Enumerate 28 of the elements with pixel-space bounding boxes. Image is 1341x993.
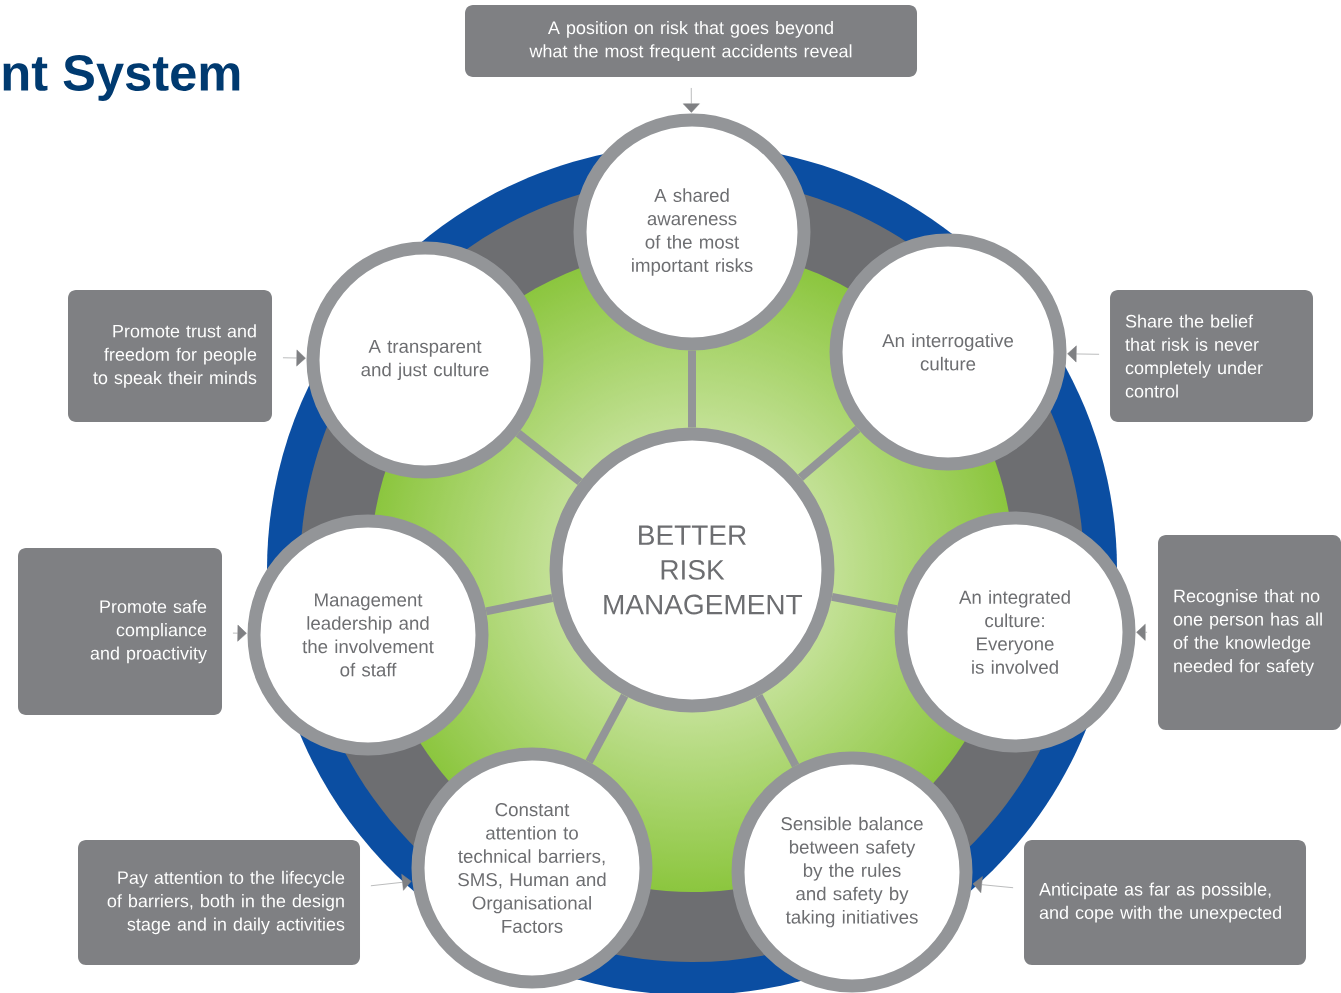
callout-box: Recognise that no one person has all of the knowledge needed for safety bbox=[1158, 535, 1341, 730]
node-label: Constant attention to technical barriers, SMS, Human and Organisational Factors bbox=[458, 803, 606, 933]
pointer-arrow bbox=[682, 87, 700, 113]
circle-node: A shared awareness of the most important risks bbox=[573, 113, 811, 351]
spoke-line bbox=[485, 594, 554, 616]
callout-box: Pay attention to the lifecycle of barriers, both in the design stage and in daily activities bbox=[78, 840, 360, 965]
spoke-line bbox=[585, 693, 629, 764]
circle-node: Sensible balance between safety by the rules and safety by taking initiatives bbox=[731, 751, 973, 993]
spoke-line bbox=[755, 694, 800, 768]
circle-node: Management leadership and the involvement of staff bbox=[247, 514, 489, 756]
circle-node: An interrogative culture bbox=[829, 233, 1067, 471]
pointer-arrow bbox=[232, 624, 247, 642]
title: nt System bbox=[3, 55, 240, 101]
callout-box: Promote safe compliance and proactivity bbox=[18, 548, 222, 715]
callout-box: Promote trust and freedom for people to speak their minds bbox=[68, 290, 272, 422]
circle-node: An integrated culture: Everyone is involved bbox=[894, 511, 1136, 753]
callout-box: A position on risk that goes beyond what the most frequent accidents reveal bbox=[465, 5, 917, 77]
circle-node: A transparent and just culture bbox=[306, 241, 544, 479]
pointer-arrow bbox=[1067, 345, 1100, 363]
spoke-line bbox=[797, 425, 861, 481]
circle-node: Constant attention to technical barriers, SMS, Human and Organisational Factors bbox=[411, 747, 653, 989]
callout-box: Share the belief that risk is never completely under control bbox=[1110, 290, 1313, 422]
pointer-arrow bbox=[1136, 623, 1148, 641]
pointer-arrow bbox=[282, 349, 306, 367]
pointer-arrow bbox=[370, 873, 412, 891]
pointer-arrow bbox=[972, 876, 1014, 893]
callout-box: Anticipate as far as possible, and cope with the unexpected bbox=[1024, 840, 1306, 965]
spoke-line bbox=[515, 430, 583, 486]
